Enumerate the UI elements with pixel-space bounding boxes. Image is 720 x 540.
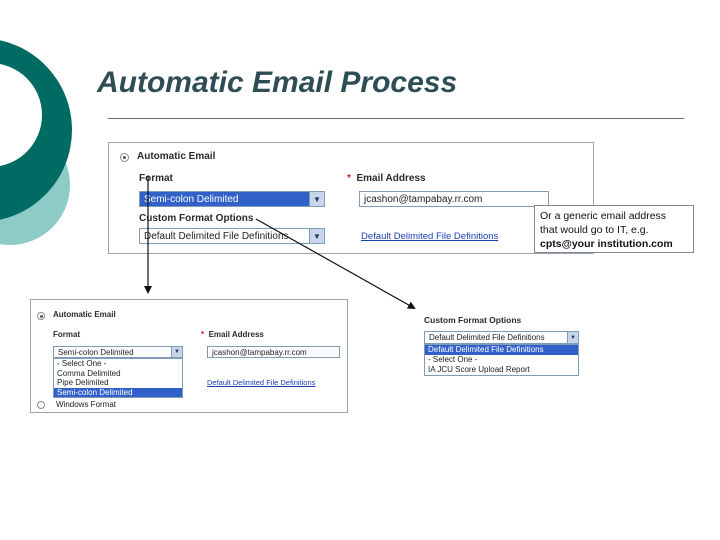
- format-option[interactable]: - Select One -: [57, 359, 107, 368]
- windows-format-label: Windows Format: [56, 400, 117, 409]
- automatic-email-radio[interactable]: [120, 153, 129, 162]
- custom-format-select-value: Default Delimited File Definitions: [144, 230, 289, 242]
- chevron-down-icon[interactable]: ▼: [309, 192, 324, 206]
- email-address-label: * Email Address: [347, 173, 426, 184]
- format-select[interactable]: Semi-colon Delimited ▼: [53, 346, 183, 358]
- custom-format-option-selected[interactable]: Default Delimited File Definitions: [425, 345, 578, 355]
- custom-format-options-list: Default Delimited File Definitions - Sel…: [424, 344, 579, 376]
- custom-format-options-label: Custom Format Options: [424, 315, 522, 325]
- custom-format-select[interactable]: Default Delimited File Definitions ▼: [139, 228, 325, 244]
- email-address-input[interactable]: jcashon@tampabay.rr.com: [359, 191, 549, 207]
- note-line-1: Or a generic email address: [540, 210, 667, 222]
- note-line-2: that would go to IT, e.g.: [540, 224, 649, 236]
- format-select[interactable]: Semi-colon Delimited ▼: [139, 191, 325, 207]
- chevron-down-icon[interactable]: ▼: [567, 332, 578, 343]
- format-label: Format: [139, 173, 173, 184]
- automatic-email-header: Automatic Email: [137, 151, 216, 162]
- note-line-3: cpts@your institution.com: [540, 237, 688, 251]
- default-delimited-file-definitions-link[interactable]: Default Delimited File Definitions: [207, 378, 316, 387]
- email-address-label: * Email Address: [201, 330, 264, 339]
- custom-format-select-value: Default Delimited File Definitions: [429, 333, 545, 342]
- custom-format-option[interactable]: - Select One -: [428, 355, 478, 364]
- note-email: cpts@your institution.com: [540, 238, 673, 250]
- format-dropdown-panel: Automatic Email Format Semi-colon Delimi…: [30, 299, 348, 413]
- automatic-email-panel: Automatic Email Format Semi-colon Delimi…: [108, 142, 594, 254]
- default-delimited-file-definitions-link[interactable]: Default Delimited File Definitions: [361, 231, 499, 242]
- custom-format-options-label: Custom Format Options: [139, 213, 254, 224]
- slide-title: Automatic Email Process: [97, 66, 458, 99]
- windows-format-radio[interactable]: [37, 401, 45, 409]
- callout-note: Or a generic email address that would go…: [534, 205, 694, 253]
- custom-format-select[interactable]: Default Delimited File Definitions ▼: [424, 331, 579, 344]
- chevron-down-icon[interactable]: ▼: [309, 229, 324, 243]
- automatic-email-radio[interactable]: [37, 312, 45, 320]
- format-label: Format: [53, 330, 81, 339]
- automatic-email-header: Automatic Email: [53, 310, 116, 319]
- email-address-label-text: Email Address: [356, 173, 426, 184]
- format-option[interactable]: Comma Delimited: [57, 368, 121, 378]
- format-select-value: Semi-colon Delimited: [140, 192, 309, 206]
- title-divider: [108, 118, 684, 119]
- decorative-circles: [0, 40, 72, 245]
- format-option[interactable]: Pipe Delimited: [57, 378, 109, 387]
- format-options-list: - Select One - Comma Delimited Pipe Deli…: [53, 358, 183, 398]
- format-option-selected[interactable]: Semi-colon Delimited: [54, 387, 182, 397]
- chevron-down-icon[interactable]: ▼: [171, 347, 182, 357]
- custom-format-dropdown-panel: Custom Format Options Default Delimited …: [419, 308, 587, 384]
- format-select-value: Semi-colon Delimited: [58, 347, 134, 357]
- email-address-label-text: Email Address: [208, 330, 264, 339]
- email-address-input[interactable]: jcashon@tampabay.rr.com: [207, 346, 340, 358]
- custom-format-option[interactable]: IA JCU Score Upload Report: [428, 365, 530, 374]
